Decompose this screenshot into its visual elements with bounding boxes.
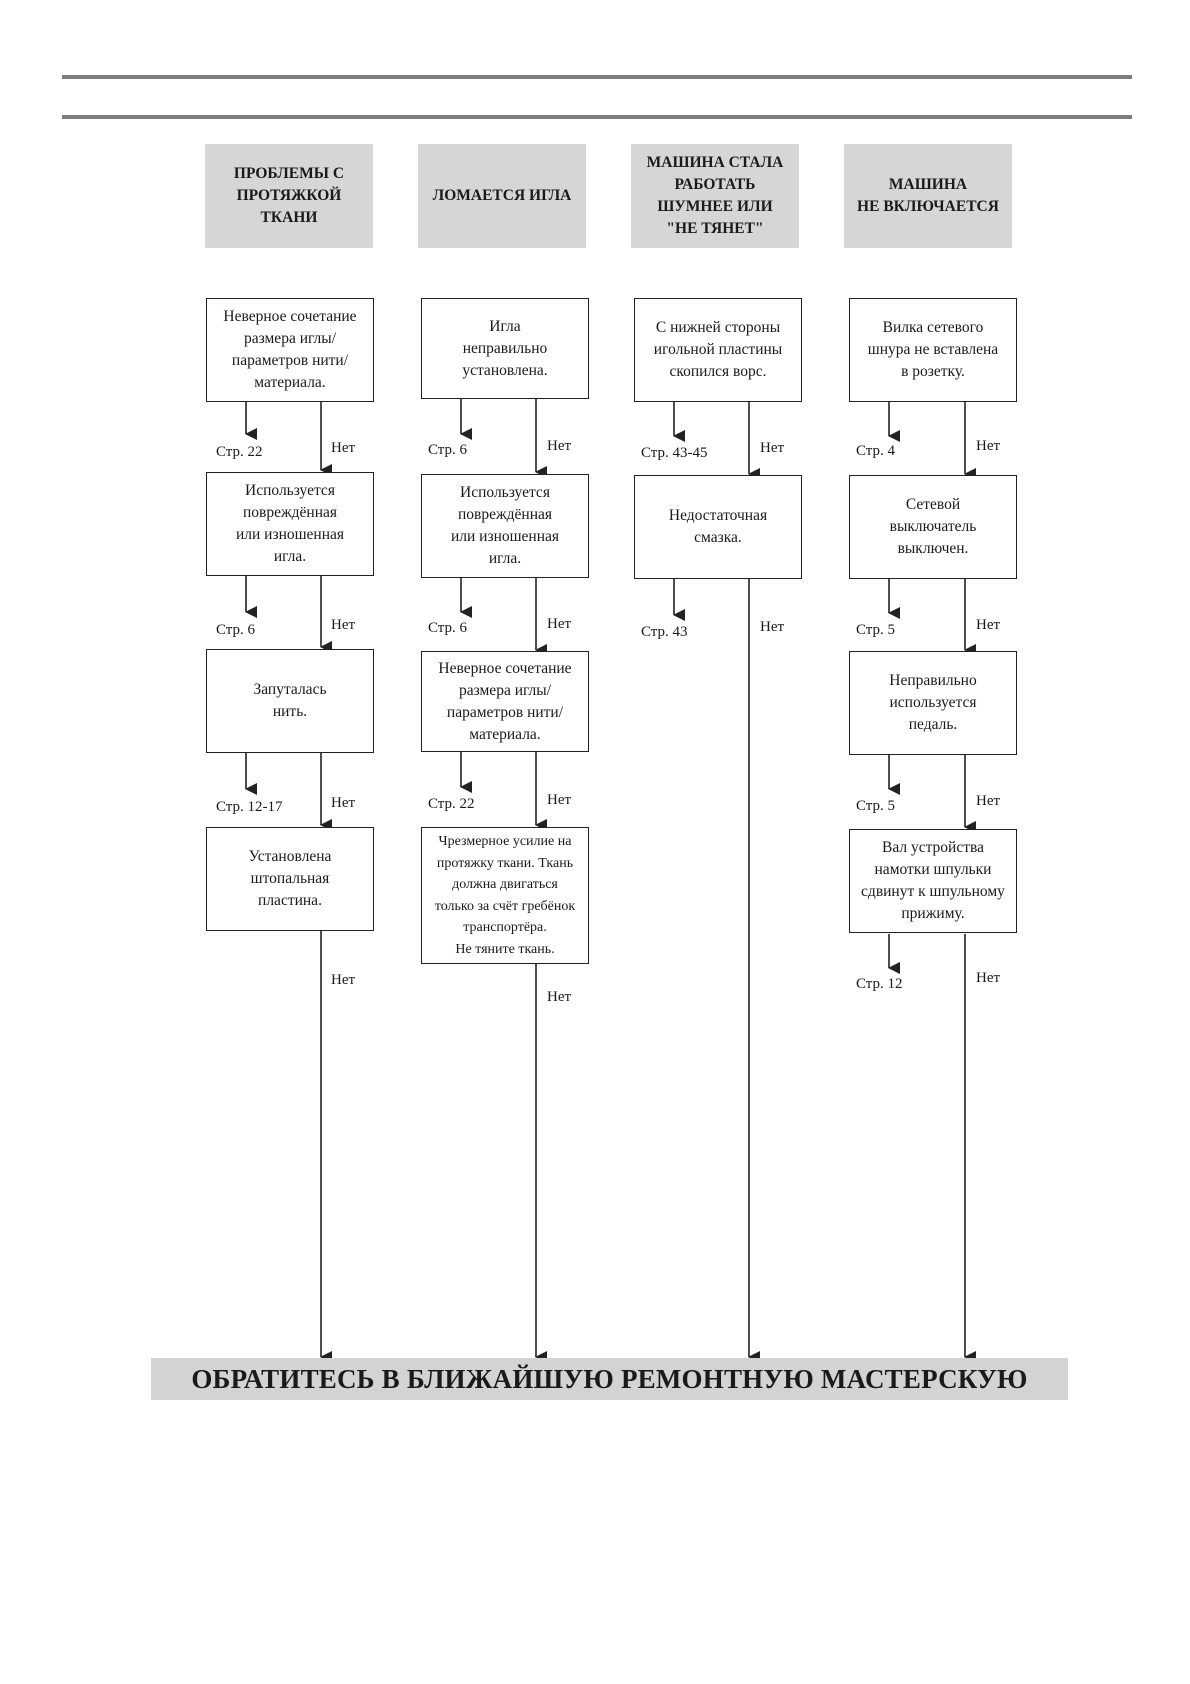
step-box: Установлена штопальная пластина. [206, 827, 374, 931]
no-label: Нет [760, 619, 785, 635]
page-ref-label: Стр. 43 [641, 624, 688, 640]
step-box: Запуталась нить. [206, 649, 374, 753]
page-ref-label: Стр. 6 [216, 622, 256, 638]
page-ref-label: Стр. 6 [428, 620, 468, 636]
header-fabric-feed: ПРОБЛЕМЫ С ПРОТЯЖКОЙ ТКАНИ [205, 144, 373, 248]
no-label: Нет [331, 795, 356, 811]
no-label: Нет [547, 438, 572, 454]
step-box: Вал устройства намотки шпульки сдвинут к… [849, 829, 1017, 933]
no-label: Нет [331, 440, 356, 456]
contact-repair-shop-banner: ОБРАТИТЕСЬ В БЛИЖАЙШУЮ РЕМОНТНУЮ МАСТЕРС… [151, 1358, 1068, 1400]
no-label: Нет [331, 972, 356, 988]
step-box: Недостаточная смазка. [634, 475, 802, 579]
step-box: Неверное сочетание размера иглы/ парамет… [421, 651, 589, 752]
page-ref-label: Стр. 43-45 [641, 445, 708, 461]
page-ref-label: Стр. 5 [856, 798, 896, 814]
header-no-power: МАШИНА НЕ ВКЛЮЧАЕТСЯ [844, 144, 1012, 248]
no-label: Нет [976, 970, 1001, 986]
step-box: Игла неправильно установлена. [421, 298, 589, 399]
no-label: Нет [976, 438, 1001, 454]
page-ref-label: Стр. 6 [428, 442, 468, 458]
no-label: Нет [331, 617, 356, 633]
step-box: Чрезмерное усилие на протяжку ткани. Тка… [421, 827, 589, 964]
no-label: Нет [760, 440, 785, 456]
step-box: Используется повреждённая или изношенная… [421, 474, 589, 578]
no-label: Нет [547, 616, 572, 632]
top-rule-1 [62, 75, 1132, 79]
step-box: Неверное сочетание размера иглы/ парамет… [206, 298, 374, 402]
step-box: Сетевой выключатель выключен. [849, 475, 1017, 579]
no-label: Нет [547, 792, 572, 808]
page-ref-label: Стр. 12 [856, 976, 903, 992]
page-ref-label: Стр. 12-17 [216, 799, 283, 815]
page-ref-label: Стр. 22 [428, 796, 475, 812]
no-label: Нет [547, 989, 572, 1005]
step-box: Вилка сетевого шнура не вставлена в розе… [849, 298, 1017, 402]
page-ref-label: Стр. 4 [856, 443, 896, 459]
step-box: Неправильно используется педаль. [849, 651, 1017, 755]
page-ref-label: Стр. 22 [216, 444, 263, 460]
no-label: Нет [976, 617, 1001, 633]
header-needle-breaks: ЛОМАЕТСЯ ИГЛА [418, 144, 586, 248]
page-ref-label: Стр. 5 [856, 622, 896, 638]
step-box: С нижней стороны игольной пластины скопи… [634, 298, 802, 402]
header-noisy-machine: МАШИНА СТАЛА РАБОТАТЬ ШУМНЕЕ ИЛИ "НЕ ТЯН… [631, 144, 799, 248]
no-label: Нет [976, 793, 1001, 809]
top-rule-2 [62, 115, 1132, 119]
step-box: Используется повреждённая или изношенная… [206, 472, 374, 576]
